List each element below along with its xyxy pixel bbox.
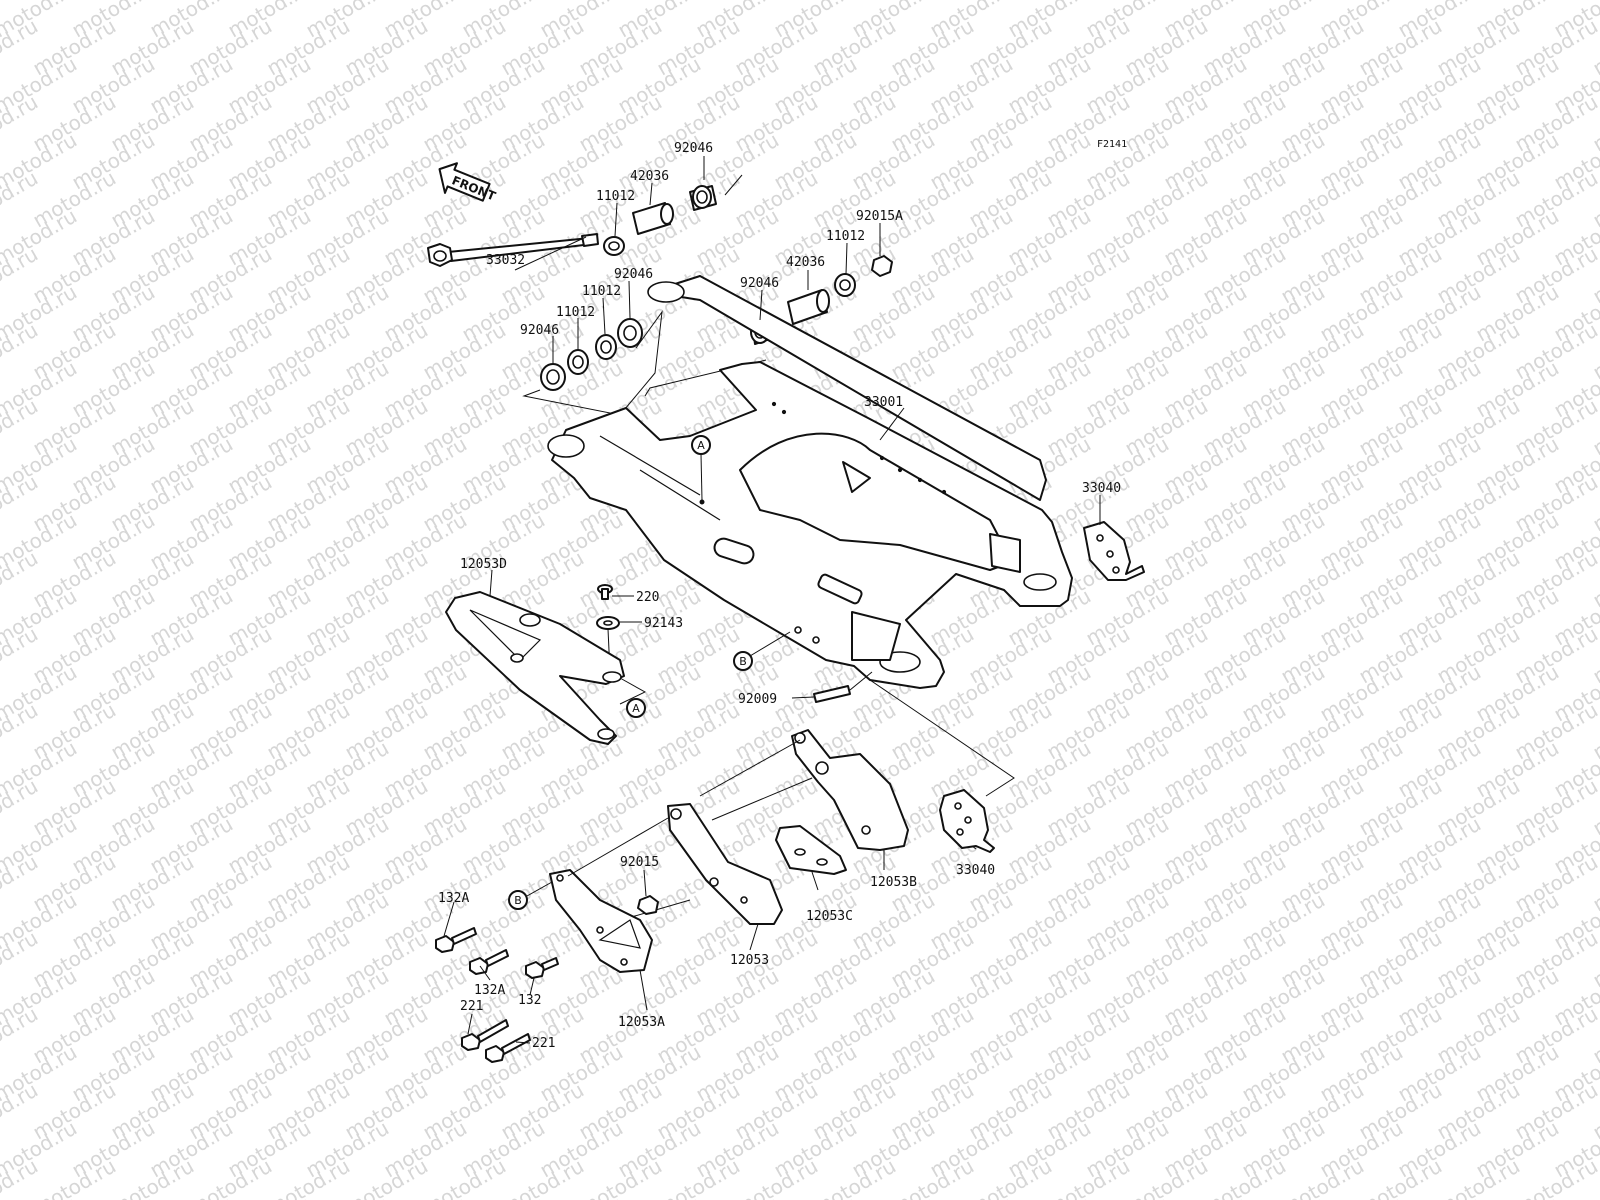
label-12053c: 12053C bbox=[806, 909, 853, 924]
chain-adjuster-upper bbox=[1083, 521, 1145, 581]
swingarm-pivot-axle bbox=[427, 233, 599, 267]
label-221-2: 221 bbox=[532, 1036, 555, 1051]
label-11012-left2: 11012 bbox=[556, 305, 595, 320]
label-92046-mid: 92046 bbox=[740, 276, 779, 291]
chain-slider-12053d bbox=[445, 591, 625, 745]
washer-92143 bbox=[596, 616, 620, 630]
chain-adjuster-lower bbox=[939, 789, 995, 853]
label-11012-right: 11012 bbox=[826, 229, 865, 244]
bolt-221-lower bbox=[485, 1033, 531, 1063]
label-92046-left: 92046 bbox=[614, 267, 653, 282]
bolt-132a-lower bbox=[469, 949, 509, 975]
label-42036-mid: 42036 bbox=[786, 255, 825, 270]
label-221-1: 221 bbox=[460, 999, 483, 1014]
bolt-220 bbox=[597, 584, 613, 600]
bolt-132a-upper bbox=[435, 927, 477, 953]
svg-text:A: A bbox=[697, 439, 705, 452]
label-12053d: 12053D bbox=[460, 557, 507, 572]
ref-marker-a-upper: A bbox=[691, 435, 711, 501]
swingarm-body bbox=[547, 275, 1073, 689]
label-220: 220 bbox=[636, 590, 659, 605]
label-132a-1: 132A bbox=[438, 891, 469, 906]
label-33001: 33001 bbox=[864, 395, 903, 410]
label-92046-left2: 92046 bbox=[520, 323, 559, 338]
label-92015: 92015 bbox=[620, 855, 659, 870]
bolt-221-upper bbox=[461, 1019, 509, 1051]
label-132: 132 bbox=[518, 993, 541, 1008]
leader-lines bbox=[443, 156, 1101, 1044]
label-42036-top: 42036 bbox=[630, 169, 669, 184]
ref-marker-a-lower: A bbox=[619, 677, 647, 718]
bolt-132 bbox=[525, 957, 559, 979]
label-92009: 92009 bbox=[738, 692, 777, 707]
svg-text:B: B bbox=[514, 894, 522, 907]
label-33040-top: 33040 bbox=[1082, 481, 1121, 496]
svg-text:A: A bbox=[632, 702, 640, 715]
bolt-92009 bbox=[813, 671, 873, 703]
label-11012-top: 11012 bbox=[596, 189, 635, 204]
part-labels: 92046 42036 11012 33032 92015A 11012 420… bbox=[438, 141, 1121, 1051]
nut-92015 bbox=[637, 895, 659, 915]
diagram-code: F2141 bbox=[1097, 139, 1127, 150]
label-12053a: 12053A bbox=[618, 1015, 665, 1030]
ref-marker-b-lower: B bbox=[508, 881, 553, 910]
ref-marker-b-upper: B bbox=[733, 631, 791, 671]
label-12053: 12053 bbox=[730, 953, 769, 968]
label-33032: 33032 bbox=[486, 253, 525, 268]
chain-guide-12053b bbox=[699, 679, 1015, 851]
label-11012-left1: 11012 bbox=[582, 284, 621, 299]
label-92143: 92143 bbox=[644, 616, 683, 631]
label-92046-top: 92046 bbox=[674, 141, 713, 156]
label-132a-2: 132A bbox=[474, 983, 505, 998]
chain-guide-12053 bbox=[627, 803, 783, 925]
label-33040-bottom: 33040 bbox=[956, 863, 995, 878]
chain-guide-12053a bbox=[549, 817, 669, 973]
chain-guide-12053c bbox=[775, 825, 847, 875]
label-12053b: 12053B bbox=[870, 875, 917, 890]
left-bearing-stack bbox=[522, 310, 767, 416]
label-92015a: 92015A bbox=[856, 209, 903, 224]
svg-text:B: B bbox=[739, 655, 747, 668]
